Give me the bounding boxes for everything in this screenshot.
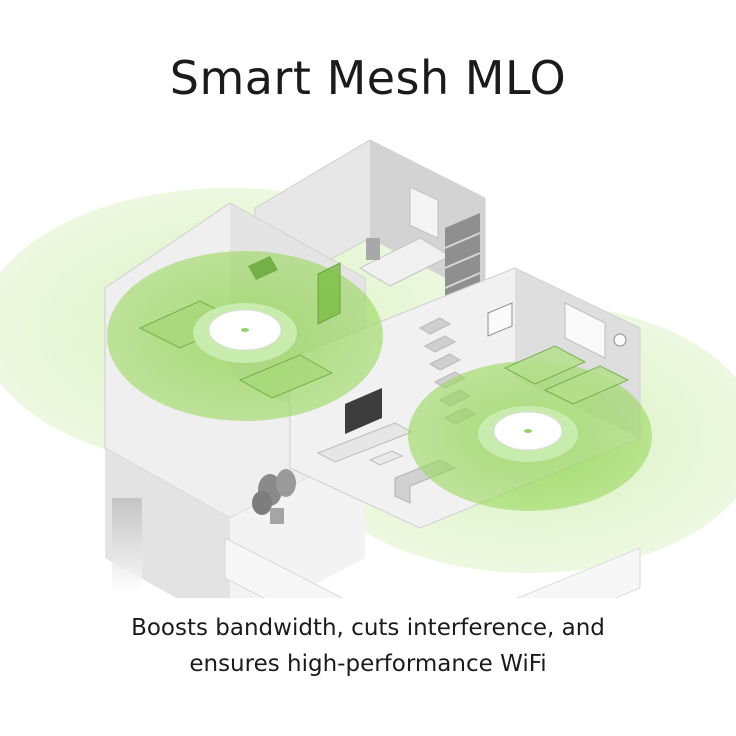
caption: Boosts bandwidth, cuts interference, and…	[0, 610, 736, 682]
right-room-furniture	[503, 345, 630, 405]
left-room-furniture	[138, 256, 341, 399]
plant-icon	[252, 469, 296, 524]
tv-icon	[345, 388, 382, 434]
mesh-router-icon	[241, 328, 249, 332]
clock-icon	[613, 333, 627, 347]
mesh-router-left	[193, 303, 297, 363]
mesh-router-right	[478, 406, 578, 462]
house-coverage-illustration	[0, 139, 736, 598]
page-title: Smart Mesh MLO	[169, 51, 567, 105]
caption-line-1: Boosts bandwidth, cuts interference, and	[131, 615, 605, 641]
picture-frame-icon	[487, 302, 513, 337]
caption-line-2: ensures high-performance WiFi	[189, 651, 547, 677]
